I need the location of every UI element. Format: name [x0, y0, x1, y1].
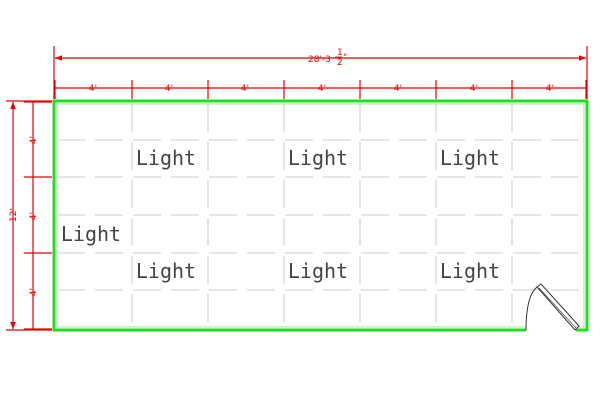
side-segment-label: 4': [29, 136, 39, 144]
overall-height-label: 12': [9, 208, 19, 222]
ceiling-grid: [57, 104, 584, 327]
overall-height-dimension: 12': [6, 100, 52, 331]
overall-width-dimension: 28'-3 1 2 ": [53, 46, 588, 99]
top-segment-label: 4': [470, 84, 478, 94]
door-gap: [526, 325, 576, 333]
side-segment-label: 4': [29, 288, 39, 296]
room-walls: [52, 99, 589, 332]
outer-wall: [52, 99, 589, 332]
overall-width-fraction-num: 1: [337, 48, 343, 58]
top-segment-label: 4': [241, 84, 249, 94]
light-labels: Light Light Light Light Light Light Ligh…: [61, 146, 500, 283]
side-segment-label: 4': [29, 212, 39, 220]
light-label: Light: [288, 146, 348, 170]
overall-width-label: 28'-3: [308, 55, 331, 65]
top-segment-label: 4': [318, 84, 326, 94]
overall-width-fraction-unit: ": [343, 53, 347, 63]
overall-width-fraction-den: 2: [337, 58, 343, 68]
light-label: Light: [440, 259, 500, 283]
light-label: Light: [136, 146, 196, 170]
top-segment-label: 4': [89, 84, 97, 94]
top-segment-dimensions: 4' 4' 4' 4' 4' 4' 4': [54, 80, 587, 99]
side-segment-dimensions: 4' 4' 4': [24, 101, 52, 330]
top-segment-label: 4': [394, 84, 402, 94]
door-leaf: [536, 283, 580, 331]
door-swing-arc: [525, 286, 538, 331]
top-segment-label: 4': [546, 84, 554, 94]
inner-wall: [56, 103, 585, 328]
top-segment-label: 4': [165, 84, 173, 94]
door: [525, 283, 580, 333]
light-label: Light: [288, 259, 348, 283]
light-label: Light: [61, 222, 121, 246]
light-label: Light: [136, 259, 196, 283]
door-leaf-inner: [538, 287, 577, 329]
light-label: Light: [440, 146, 500, 170]
